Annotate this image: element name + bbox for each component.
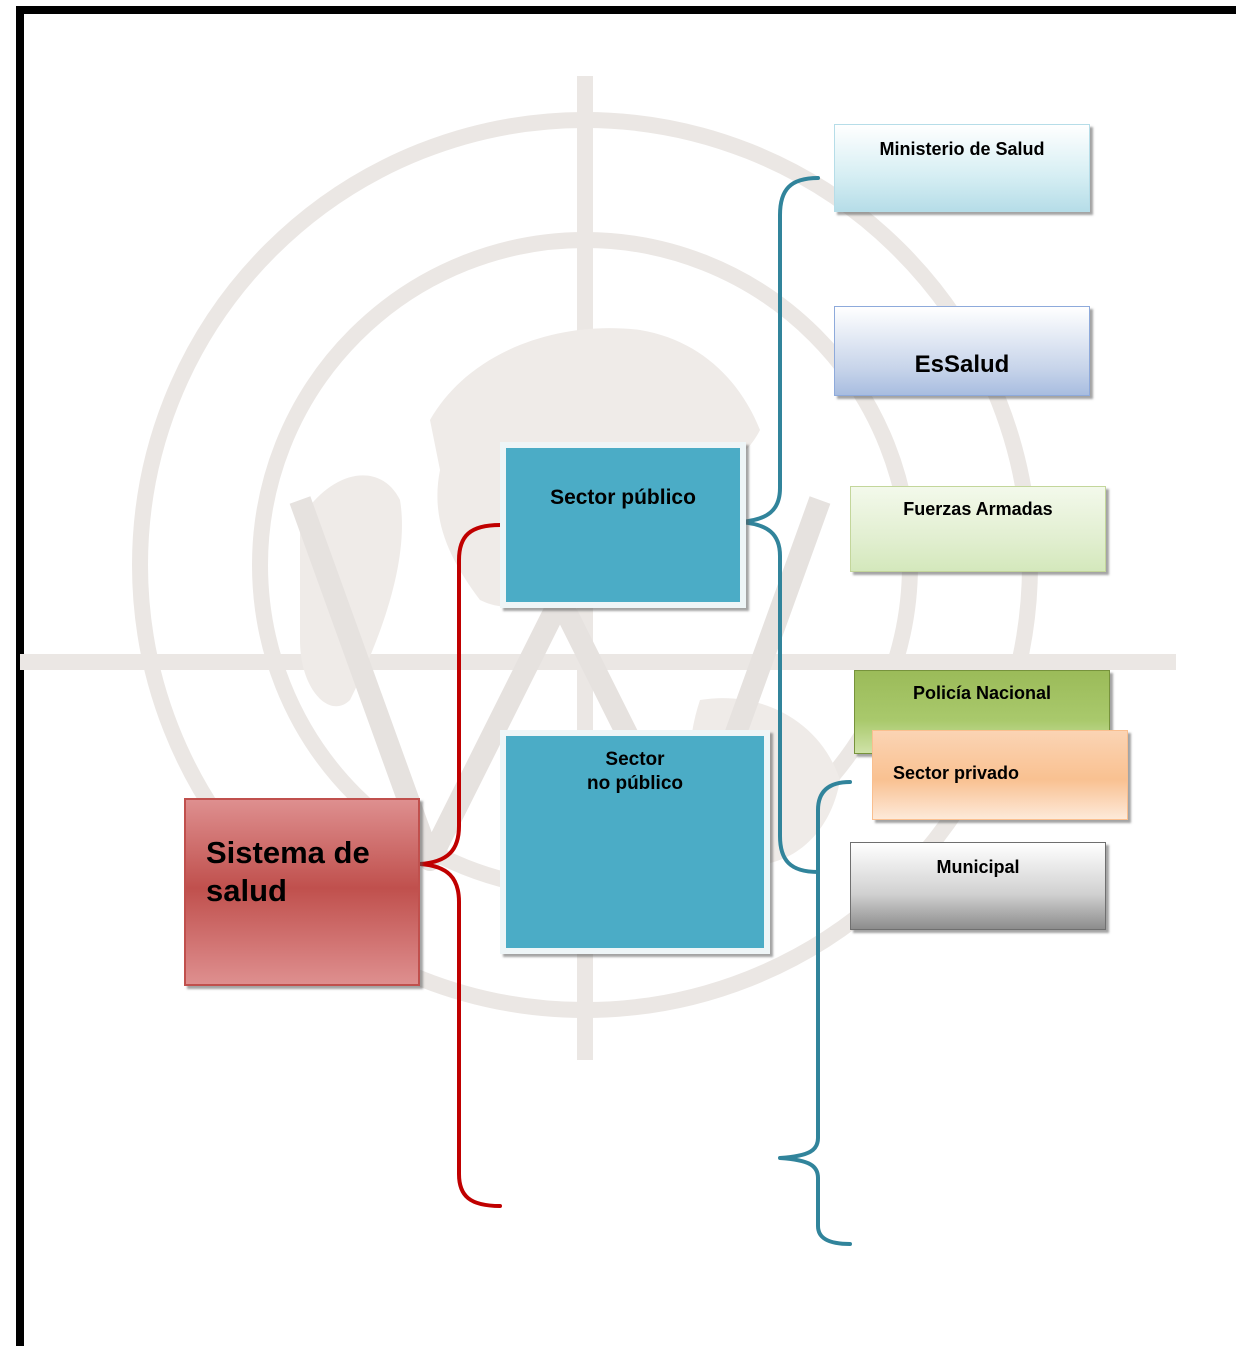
non-public-sector-brace — [778, 780, 852, 1246]
node-label: Sector privado — [893, 763, 1020, 783]
node-label: Municipal — [936, 857, 1020, 877]
node-essalud: EsSalud — [834, 306, 1090, 396]
node-sector-no-publico-label-line-1: Sector — [605, 749, 665, 770]
root-brace — [418, 523, 502, 1208]
node-sector-no-publico: Sector no público — [500, 730, 770, 954]
node-label: EsSalud — [914, 351, 1010, 378]
node-label: Ministerio de Salud — [879, 139, 1045, 159]
root-node-sistema-de-salud: Sistema de salud — [184, 798, 420, 986]
node-ministerio-de-salud: Ministerio de Salud — [834, 124, 1090, 212]
node-municipal: Municipal — [850, 842, 1106, 930]
node-sector-privado: Sector privado — [872, 730, 1128, 820]
node-sector-publico: Sector público — [500, 442, 746, 608]
node-label: Fuerzas Armadas — [903, 499, 1053, 519]
node-sector-no-publico-label-line-2: no público — [586, 773, 684, 794]
node-label: Policía Nacional — [912, 683, 1052, 703]
node-fuerzas-armadas: Fuerzas Armadas — [850, 486, 1106, 572]
root-node-label: Sistema de salud — [206, 835, 370, 908]
page-border — [16, 6, 1236, 1346]
node-sector-publico-label: Sector público — [550, 486, 696, 509]
